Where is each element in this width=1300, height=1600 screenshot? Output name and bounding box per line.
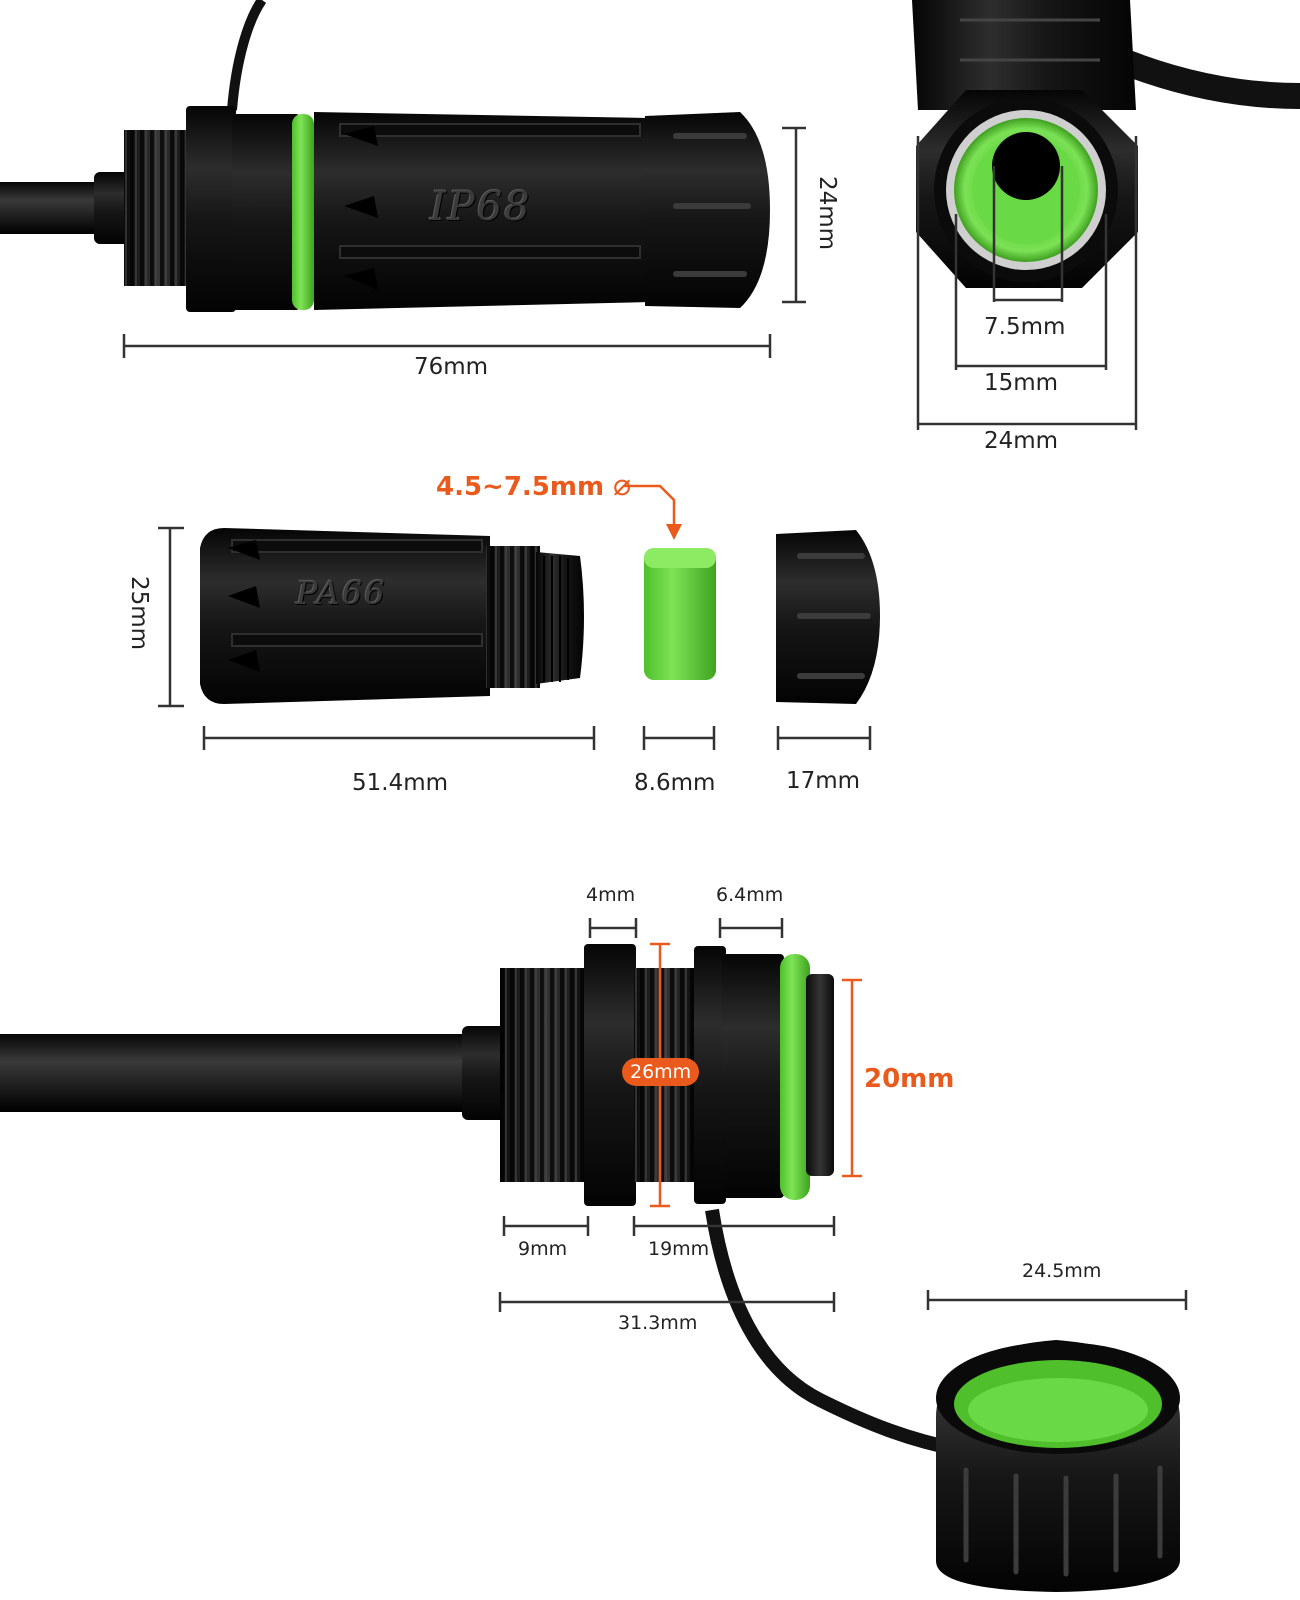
middle-15mm-label: 15mm (984, 370, 1059, 396)
thread-diameter-20mm-label: 20mm (864, 1064, 955, 1094)
exploded-dimension-lines (158, 526, 872, 750)
inner-7-5mm-label: 7.5mm (984, 314, 1066, 340)
nut-length-17mm-label: 17mm (786, 768, 861, 794)
front-thread-9mm-label: 9mm (518, 1238, 568, 1260)
pa66-embossed-text: PA66 (296, 574, 387, 612)
socket-cap-image (935, 1340, 1180, 1592)
cap-nut-image (776, 530, 880, 704)
assembled-connector-image (0, 0, 770, 312)
ip68-embossed-text: IP68 (430, 184, 532, 230)
end-view-image (912, 0, 1300, 288)
cable-range-arrow (624, 484, 682, 540)
height-24mm-label: 24mm (814, 175, 841, 251)
cap-diameter-24-5mm-label: 24.5mm (1022, 1260, 1102, 1282)
panel-socket-image (0, 944, 962, 1457)
body-height-25mm-label: 25mm (126, 575, 153, 651)
cable-range-label: 4.5~7.5mm ⌀ (436, 468, 632, 503)
outer-24mm-label: 24mm (984, 428, 1059, 454)
body-length-51-4mm-label: 51.4mm (352, 770, 449, 796)
socket-dimension-lines (498, 918, 1188, 1312)
seal-ring-image (644, 548, 716, 680)
total-length-31-3mm-label: 31.3mm (618, 1312, 698, 1334)
length-76mm-label: 76mm (414, 354, 489, 380)
seal-length-8-6mm-label: 8.6mm (634, 770, 716, 796)
flange-width-6-4mm-label: 6.4mm (716, 884, 784, 906)
diameter-symbol-icon: ⌀ (613, 468, 632, 503)
top-dimension-lines (122, 126, 806, 358)
end-view-dimension-lines (916, 136, 1138, 430)
rear-length-19mm-label: 19mm (648, 1238, 710, 1260)
exploded-body-image (200, 528, 584, 704)
nut-width-4mm-label: 4mm (586, 884, 636, 906)
flange-diameter-26mm-badge: 26mm (622, 1058, 700, 1086)
